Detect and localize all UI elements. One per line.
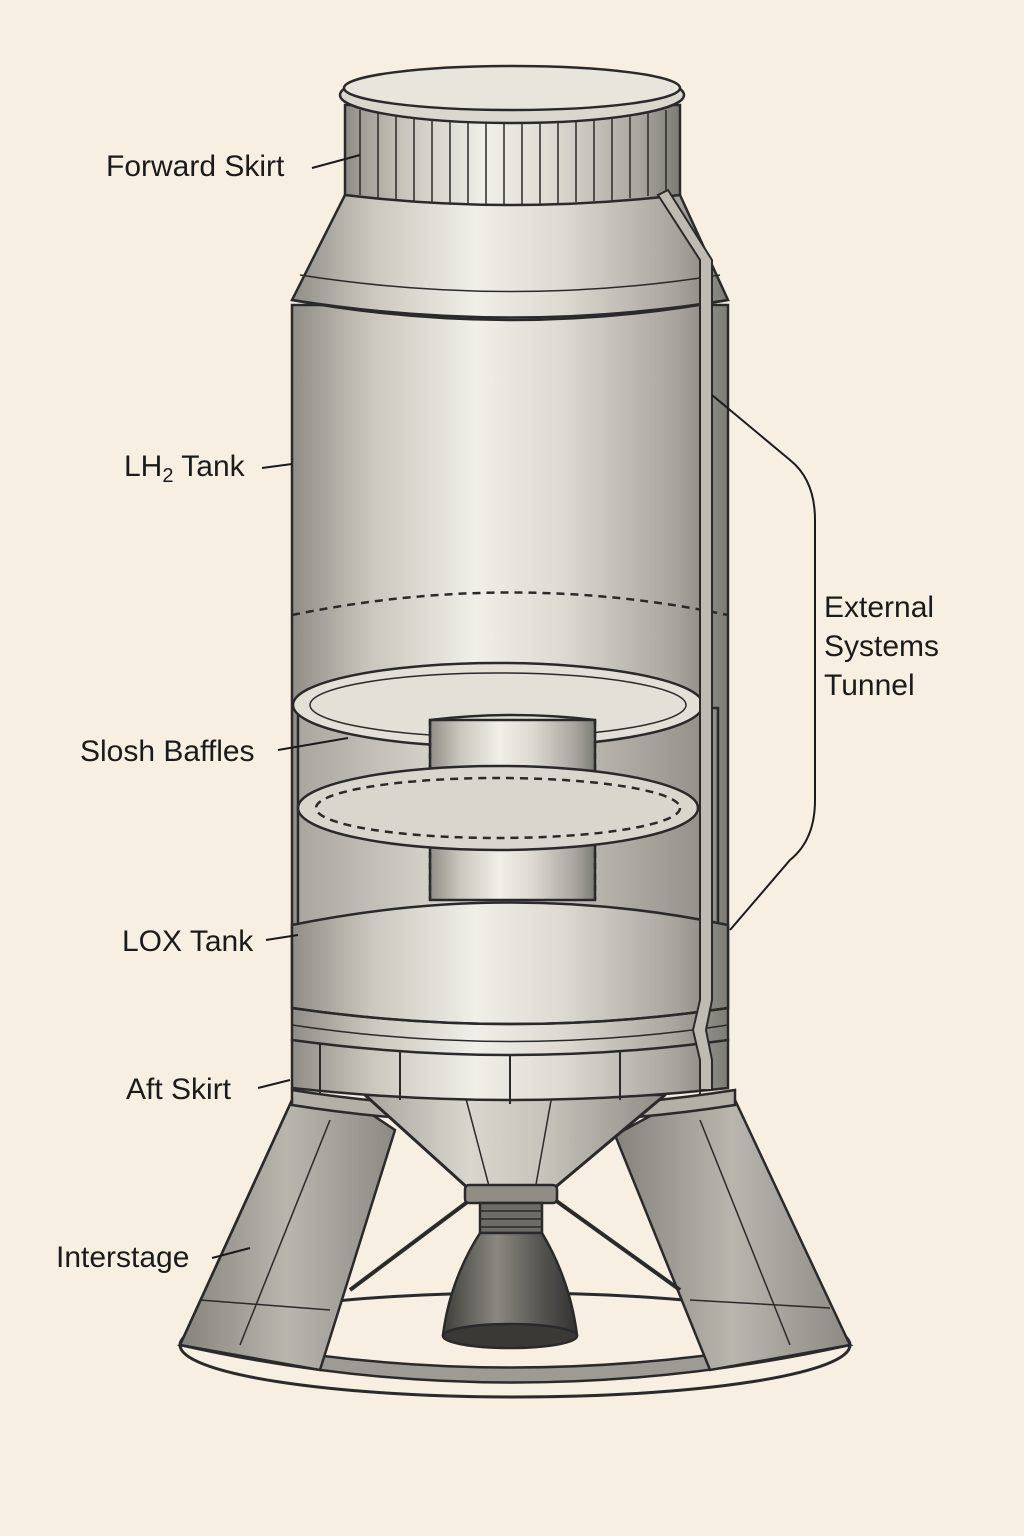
external-systems-tunnel-bracket — [711, 394, 816, 931]
engine-nozzle — [441, 1183, 579, 1350]
label-slosh-baffles: Slosh Baffles — [80, 735, 255, 768]
lh2-tank-leader — [261, 463, 293, 469]
slosh-baffles-leader — [277, 737, 349, 751]
interstage — [176, 1088, 854, 1399]
interstage-leader — [211, 1247, 251, 1259]
label-external-systems-tunnel: External Systems Tunnel — [824, 591, 940, 702]
label-lh2-tank: LH2 Tank — [124, 450, 245, 487]
lox-tank-leader — [265, 934, 299, 941]
stage-body — [290, 64, 730, 1104]
label-interstage: Interstage — [56, 1241, 190, 1274]
leader-lines — [211, 154, 816, 1259]
label-aft-skirt: Aft Skirt — [126, 1073, 232, 1106]
label-forward-skirt: Forward Skirt — [106, 150, 285, 183]
aft-skirt-leader — [257, 1079, 291, 1089]
label-lox-tank: LOX Tank — [122, 925, 254, 958]
forward-skirt-leader — [311, 154, 361, 169]
